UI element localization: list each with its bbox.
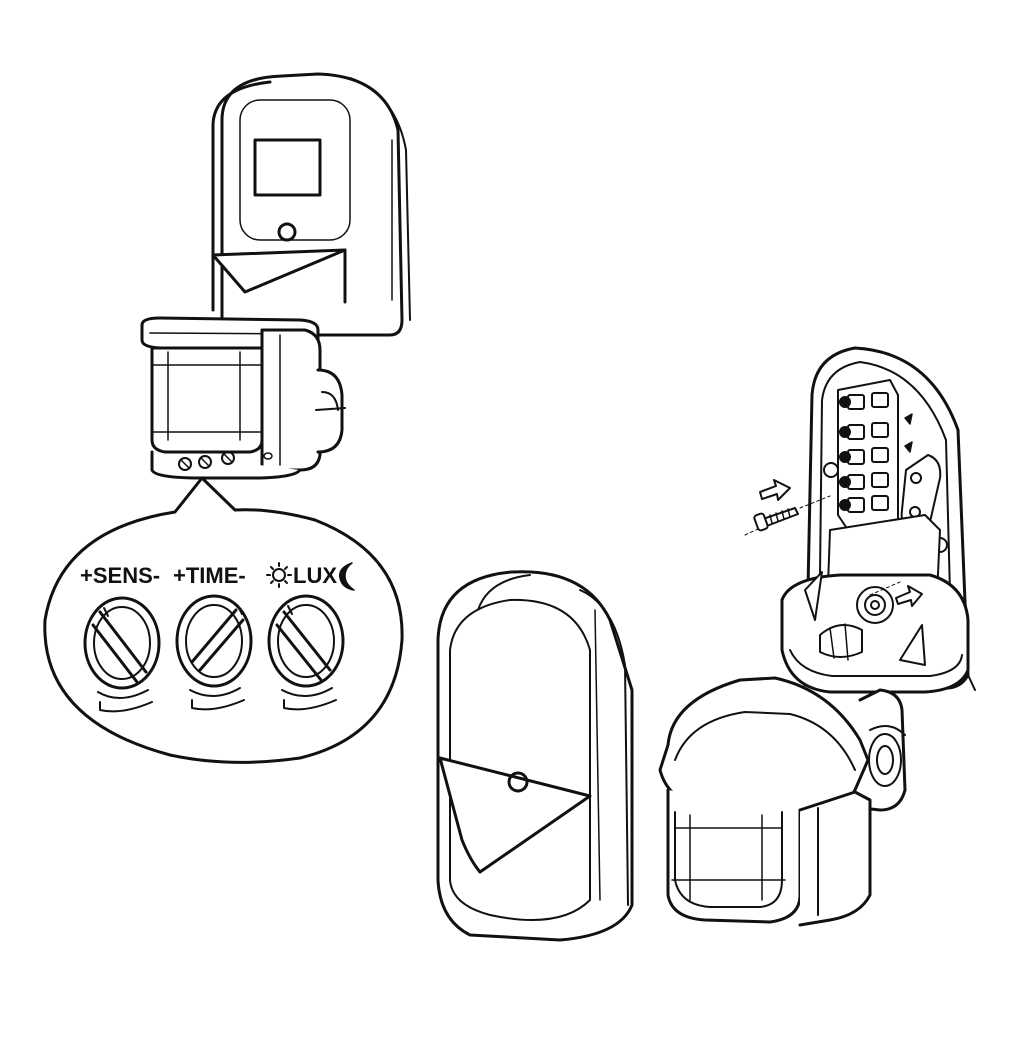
base-hole-left-icon <box>823 462 839 478</box>
sensor-housing <box>260 328 346 472</box>
sun-icon <box>266 562 292 588</box>
moon-icon <box>339 562 355 591</box>
insert-arrow-icon-lower <box>895 585 923 607</box>
terminal-block <box>837 379 913 531</box>
screw-hole-icon <box>277 222 297 242</box>
plate-notch <box>211 248 347 294</box>
sensor-swivel <box>858 688 907 812</box>
knob-callout: +SENS- +TIME- LUX <box>43 476 404 764</box>
cover-screw-hole-icon <box>507 771 529 793</box>
time-label: +TIME- <box>173 563 246 588</box>
lux-label: LUX <box>293 563 337 588</box>
time-knob-icon <box>175 594 253 711</box>
mounting-base-with-terminals <box>744 346 976 694</box>
assembled-sensor <box>140 72 411 480</box>
base-platform <box>780 514 970 694</box>
back-cover <box>436 570 634 942</box>
sens-knob-icon <box>83 596 161 713</box>
mounting-screw-icon-lower <box>869 581 901 596</box>
sensor-base <box>150 450 302 480</box>
bottom-knobs-icon <box>178 451 235 471</box>
mounting-plate <box>211 72 411 337</box>
pir-lens <box>150 346 264 454</box>
pir-sensor-head <box>658 676 907 927</box>
mounting-screw-icon <box>744 495 831 536</box>
insert-arrow-icon <box>759 479 791 501</box>
lux-knob-icon <box>267 594 345 711</box>
plate-window <box>253 138 322 197</box>
sens-label: +SENS- <box>80 563 160 588</box>
